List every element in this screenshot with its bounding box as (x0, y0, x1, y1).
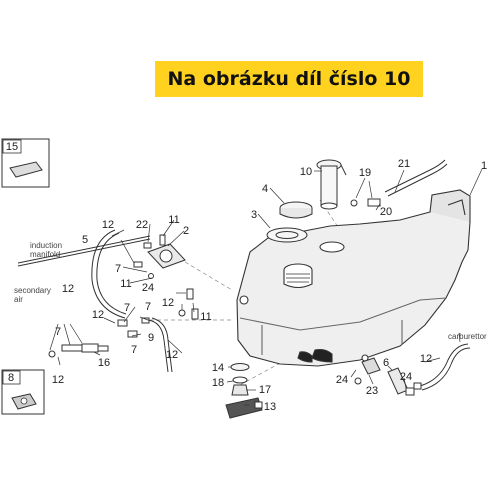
callout-12c: 12 (92, 309, 104, 321)
part-number-banner: Na obrázku díl číslo 10 (155, 61, 423, 97)
callout-3: 3 (251, 209, 257, 221)
banner-text: Na obrázku díl číslo 10 (167, 68, 411, 90)
inset-box-8 (1, 369, 45, 415)
callout-13: 13 (264, 401, 276, 413)
callout-10: 10 (300, 166, 312, 178)
carburettor-hose-12 (413, 343, 471, 391)
valve-2 (147, 234, 186, 269)
hose-12-upper (91, 229, 127, 319)
callout-7a: 7 (115, 263, 121, 275)
callout-14: 14 (212, 362, 224, 374)
note-carburettor: carburettor (448, 332, 487, 341)
callout-21: 21 (398, 158, 410, 170)
callout-24b: 24 (336, 374, 348, 386)
callout-8: 8 (8, 372, 14, 384)
note-manifold: manifold (30, 250, 60, 259)
callout-24a: 24 (142, 282, 154, 294)
callout-2: 2 (183, 225, 189, 237)
filler-cap-4 (279, 201, 313, 219)
note-air: air (14, 295, 23, 304)
inset-box-15 (1, 138, 50, 188)
small-fittings (117, 242, 199, 338)
callout-12b: 12 (62, 283, 74, 295)
callout-12g: 12 (420, 353, 432, 365)
callout-11a: 11 (168, 214, 179, 226)
neck-ring-3 (266, 227, 308, 243)
callout-5: 5 (82, 234, 88, 246)
callout-1: 1 (481, 160, 487, 172)
vent-hose-21 (384, 159, 448, 197)
callout-9: 9 (148, 332, 154, 344)
callout-12d: 12 (162, 297, 174, 309)
callout-12a: 12 (102, 219, 114, 231)
callout-16: 16 (98, 357, 110, 369)
callout-22: 22 (136, 219, 148, 231)
fuel-filter-23 (354, 357, 381, 385)
callout-15: 15 (6, 141, 18, 153)
callout-7d: 7 (55, 326, 61, 338)
hose-12-lower (147, 317, 173, 373)
callout-17: 17 (259, 384, 271, 396)
note-secondary: secondary (14, 286, 51, 295)
hose-5 (17, 235, 151, 267)
callout-11c: 11 (200, 311, 211, 323)
callout-20: 20 (380, 206, 392, 218)
callout-4: 4 (262, 183, 268, 195)
clamps-19-20 (350, 198, 381, 207)
callout-23: 23 (366, 385, 378, 397)
callout-7e: 7 (131, 344, 137, 356)
fuel-tank-body (236, 189, 471, 367)
leader-lines (49, 168, 483, 406)
callout-19: 19 (359, 167, 371, 179)
fuel-valve-13 (225, 363, 263, 419)
callout-24c: 24 (400, 371, 412, 383)
callout-12e: 12 (52, 374, 64, 386)
fitting-16 (48, 343, 109, 358)
fuel-pump-10 (316, 159, 347, 210)
note-induction: induction (30, 241, 62, 250)
fuel-filter-6 (387, 367, 415, 396)
callout-6: 6 (383, 357, 389, 369)
callout-18: 18 (212, 377, 224, 389)
callout-12f: 12 (166, 349, 178, 361)
callout-7b: 7 (145, 301, 151, 313)
callout-7c: 7 (124, 302, 130, 314)
callout-11b: 11 (120, 278, 131, 290)
